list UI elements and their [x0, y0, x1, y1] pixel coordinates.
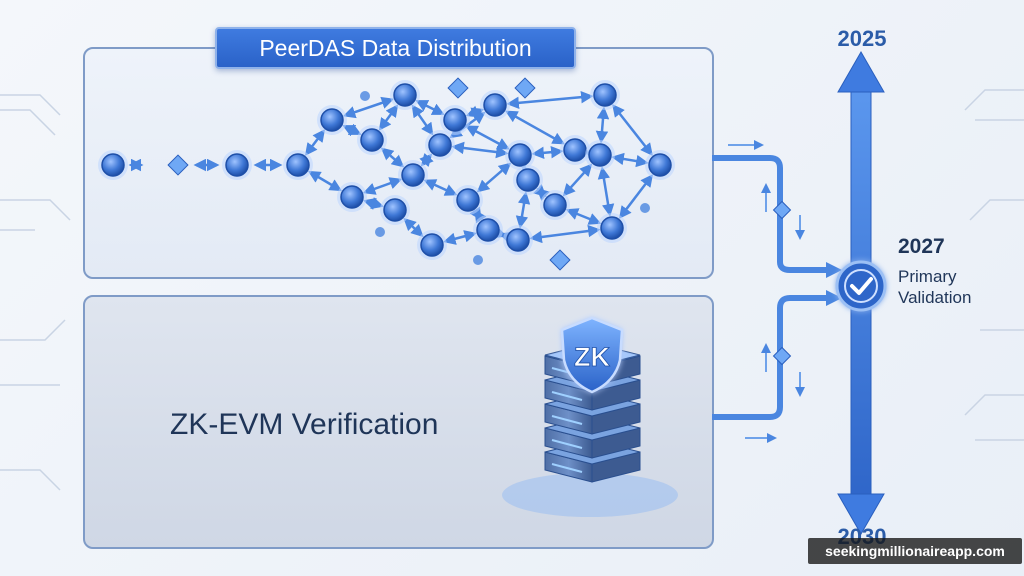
network-nodes — [98, 77, 675, 271]
network-edge — [469, 206, 487, 224]
data-cube-icon — [549, 249, 571, 271]
network-node-icon — [505, 140, 535, 170]
network-node-icon — [597, 213, 627, 243]
network-node-icon — [480, 90, 510, 120]
network-node-icon — [398, 160, 428, 190]
flow-arrows — [728, 140, 805, 443]
data-cube-icon — [447, 77, 469, 99]
network-edge — [505, 110, 565, 145]
network-edge — [451, 141, 509, 159]
network-node-icon — [425, 130, 455, 160]
peerdas-title: PeerDAS Data Distribution — [215, 27, 576, 69]
network-edge — [307, 170, 343, 192]
network-edge — [612, 104, 653, 156]
network-node-icon — [453, 185, 483, 215]
network-edge — [362, 177, 403, 195]
network-edge — [415, 100, 445, 115]
checkmark-icon — [835, 260, 887, 312]
network-node-icon — [560, 135, 590, 165]
network-edge — [363, 197, 384, 210]
network-node-icon — [503, 225, 533, 255]
network-edge — [465, 105, 485, 120]
network-node-icon — [337, 182, 367, 212]
network-edge — [419, 152, 434, 168]
network-edge — [618, 174, 654, 219]
network-node-icon — [357, 125, 387, 155]
network-node-icon — [283, 150, 313, 180]
network-edge — [515, 191, 531, 229]
network-node-icon — [380, 195, 410, 225]
network-edge — [597, 166, 615, 217]
network-edge — [533, 184, 550, 201]
network-edge — [342, 123, 362, 137]
timeline-mid-year: 2027 — [898, 235, 945, 258]
shield-icon: ZK — [560, 316, 624, 394]
network-node-icon — [540, 190, 570, 220]
network-edge — [529, 224, 601, 244]
network-edge — [565, 208, 602, 225]
data-cube-icon — [167, 154, 189, 176]
data-dot — [640, 203, 650, 213]
zkevm-title: ZK-EVM Verification — [170, 408, 439, 441]
data-dot — [473, 255, 483, 265]
network-edge — [595, 106, 610, 144]
timeline-start-year: 2025 — [837, 26, 887, 51]
network-node-icon — [417, 230, 447, 260]
network-node-icon — [317, 105, 347, 135]
connector-pipes — [712, 155, 830, 420]
network-edge — [611, 152, 649, 168]
network-node-icon — [390, 80, 420, 110]
network-edge — [403, 217, 424, 238]
network-edge — [378, 104, 399, 131]
network-edge — [531, 145, 564, 160]
data-dot — [375, 227, 385, 237]
network-node-icon — [98, 150, 128, 180]
pipe-data-cube-icons — [772, 200, 792, 366]
connector-pipe-arrows — [826, 262, 842, 306]
network-edge — [380, 147, 405, 168]
network-node-icon — [440, 105, 470, 135]
network-edge — [304, 129, 326, 156]
network-node-icon — [222, 150, 252, 180]
data-dot — [360, 91, 370, 101]
data-cube-icon — [514, 77, 536, 99]
network-edge — [342, 96, 395, 119]
network-edge — [423, 179, 458, 196]
circuit-traces-right — [964, 89, 1024, 441]
network-edge — [465, 125, 510, 150]
network-edge — [411, 104, 434, 136]
network-node-icon — [590, 80, 620, 110]
watermark: seekingmillionaireapp.com — [808, 538, 1022, 564]
network-edge — [476, 162, 512, 193]
network-node-icon — [585, 140, 615, 170]
network-edge — [443, 230, 477, 245]
network-node-icon — [645, 150, 675, 180]
circuit-traces-left — [0, 94, 71, 491]
network-edge — [506, 90, 594, 110]
network-node-icon — [513, 165, 543, 195]
network-node-icon — [473, 215, 503, 245]
network-edge — [562, 163, 593, 197]
shield-text: ZK — [574, 342, 610, 372]
timeline-mid-label: Primary Validation — [898, 267, 972, 307]
